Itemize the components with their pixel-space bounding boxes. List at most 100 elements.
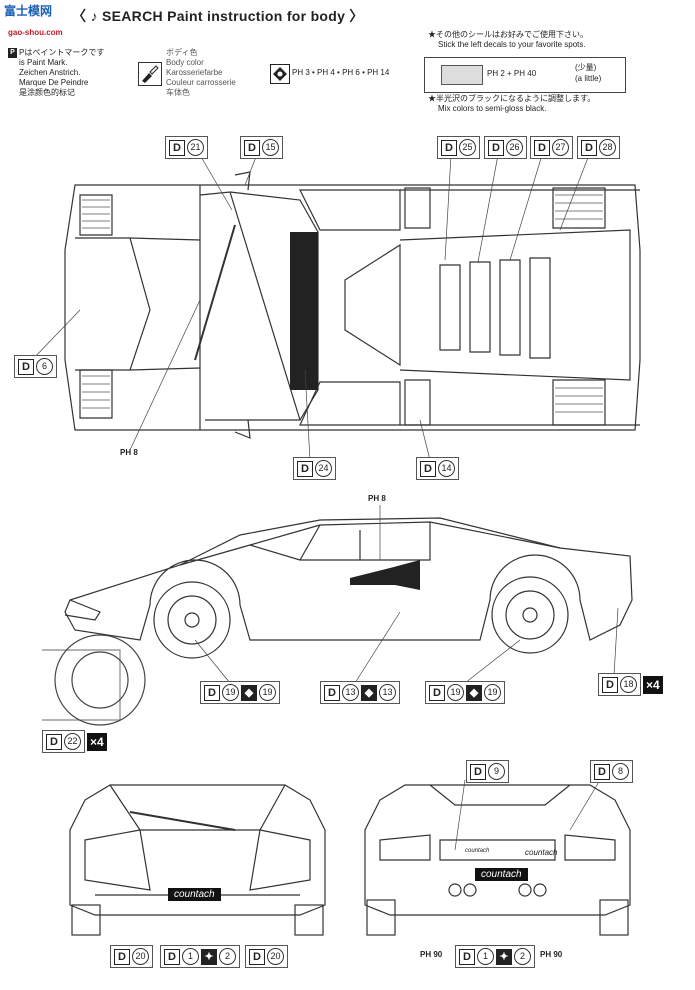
- paint-mark-icon: P: [8, 48, 17, 58]
- body-color-line-5: 车体色: [166, 88, 190, 97]
- note2-jp: ★半光沢のブラックになるように調整します。: [428, 94, 596, 103]
- d-mark: D: [204, 684, 220, 701]
- paint-mark-line-4: Marque De Peindre: [19, 78, 89, 88]
- part-number: 25: [459, 139, 476, 156]
- paint-mark-line-1: Pはペイントマークです: [19, 48, 105, 58]
- body-color-line-3: Karosseriefarbe: [166, 68, 223, 77]
- part-number: 13: [342, 684, 359, 701]
- side-ph8: PH 8: [368, 494, 386, 503]
- watermark-site: gao-shou.com: [8, 28, 63, 37]
- d-mark: D: [164, 948, 180, 965]
- side-intake-fill: [350, 560, 420, 590]
- mix-icon: ◆: [241, 684, 257, 701]
- rear-plate: countach: [475, 868, 528, 881]
- d-mark: D: [534, 139, 550, 156]
- d-mark: D: [244, 139, 260, 156]
- d-mark: D: [420, 460, 436, 477]
- d-mark: D: [324, 684, 340, 701]
- d-mark: D: [249, 948, 265, 965]
- note2-en: Mix colors to semi-gloss black.: [438, 104, 547, 113]
- note1-jp: ★その他のシールはお好みでご使用下さい。: [428, 30, 588, 39]
- rear-ph90-right: PH 90: [540, 950, 563, 959]
- body-color-mix: PH 3 • PH 4 • PH 6 • PH 14: [292, 68, 390, 77]
- d-mark: D: [46, 733, 62, 750]
- part-number: 14: [438, 460, 455, 477]
- front-view-drawing: [69, 784, 326, 936]
- part-number: 19: [447, 684, 464, 701]
- d-mark: D: [470, 763, 486, 780]
- body-color-line-4: Couleur carrosserie: [166, 78, 236, 87]
- part-number: 18: [620, 676, 637, 693]
- part-number: 8: [612, 763, 629, 780]
- page-title: 〈 ♪ SEARCH Paint instruction for body 〉: [72, 8, 364, 24]
- d-mark: D: [114, 948, 130, 965]
- body-color-line-2: Body color: [166, 58, 204, 67]
- rear-script: countach: [525, 848, 558, 857]
- rear-ph90-left: PH 90: [420, 950, 443, 959]
- quantity-badge: ×4: [643, 675, 663, 694]
- watermark-logo: 富士模网: [4, 4, 53, 18]
- d-mark: D: [441, 139, 457, 156]
- mix-icon: ◆: [361, 684, 377, 701]
- paint-number: 2: [514, 948, 531, 965]
- brush-icon: [138, 62, 162, 86]
- d-mark: D: [594, 763, 610, 780]
- paint-number: 19: [484, 684, 501, 701]
- part-number: 22: [64, 733, 81, 750]
- front-plate: countach: [168, 888, 221, 901]
- part-number: 21: [187, 139, 204, 156]
- d-mark: D: [459, 948, 475, 965]
- paint-number: 13: [379, 684, 396, 701]
- body-color-legend: ボディ色 Body color Karosseriefarbe Couleur …: [166, 48, 266, 98]
- top-ph8: PH 8: [120, 448, 138, 457]
- d-mark: D: [581, 139, 597, 156]
- d-mark: D: [602, 676, 618, 693]
- part-number: 1: [477, 948, 494, 965]
- notes: ★その他のシールはお好みでご使用下さい。 Stick the left deca…: [428, 30, 688, 50]
- note1-en: Stick the left decals to your favorite s…: [438, 40, 586, 49]
- mix-diamond-icon: [270, 64, 290, 84]
- d-mark: D: [169, 139, 185, 156]
- d-mark: D: [488, 139, 504, 156]
- mix-icon: ◆: [466, 684, 482, 701]
- part-number: 9: [488, 763, 505, 780]
- paint-number: 19: [259, 684, 276, 701]
- d-mark: D: [429, 684, 445, 701]
- mix-en: (a little): [575, 74, 602, 83]
- notes-2: ★半光沢のブラックになるように調整します。 Mix colors to semi…: [428, 94, 688, 114]
- quantity-badge: ×4: [87, 732, 107, 751]
- part-number: 6: [36, 358, 53, 375]
- part-number: 26: [506, 139, 523, 156]
- paint-mark-line-3: Zeichen Anstrich.: [19, 68, 81, 78]
- d-mark: D: [297, 460, 313, 477]
- part-number: 1: [182, 948, 199, 965]
- diamond-icon: ✦: [496, 948, 512, 965]
- top-window-fill: [290, 232, 318, 390]
- body-color-line-1: ボディ色: [166, 48, 198, 57]
- part-number: 28: [599, 139, 616, 156]
- part-number: 15: [262, 139, 279, 156]
- side-view-drawing: [64, 517, 633, 659]
- color-swatch: [441, 65, 483, 85]
- part-number: 27: [552, 139, 569, 156]
